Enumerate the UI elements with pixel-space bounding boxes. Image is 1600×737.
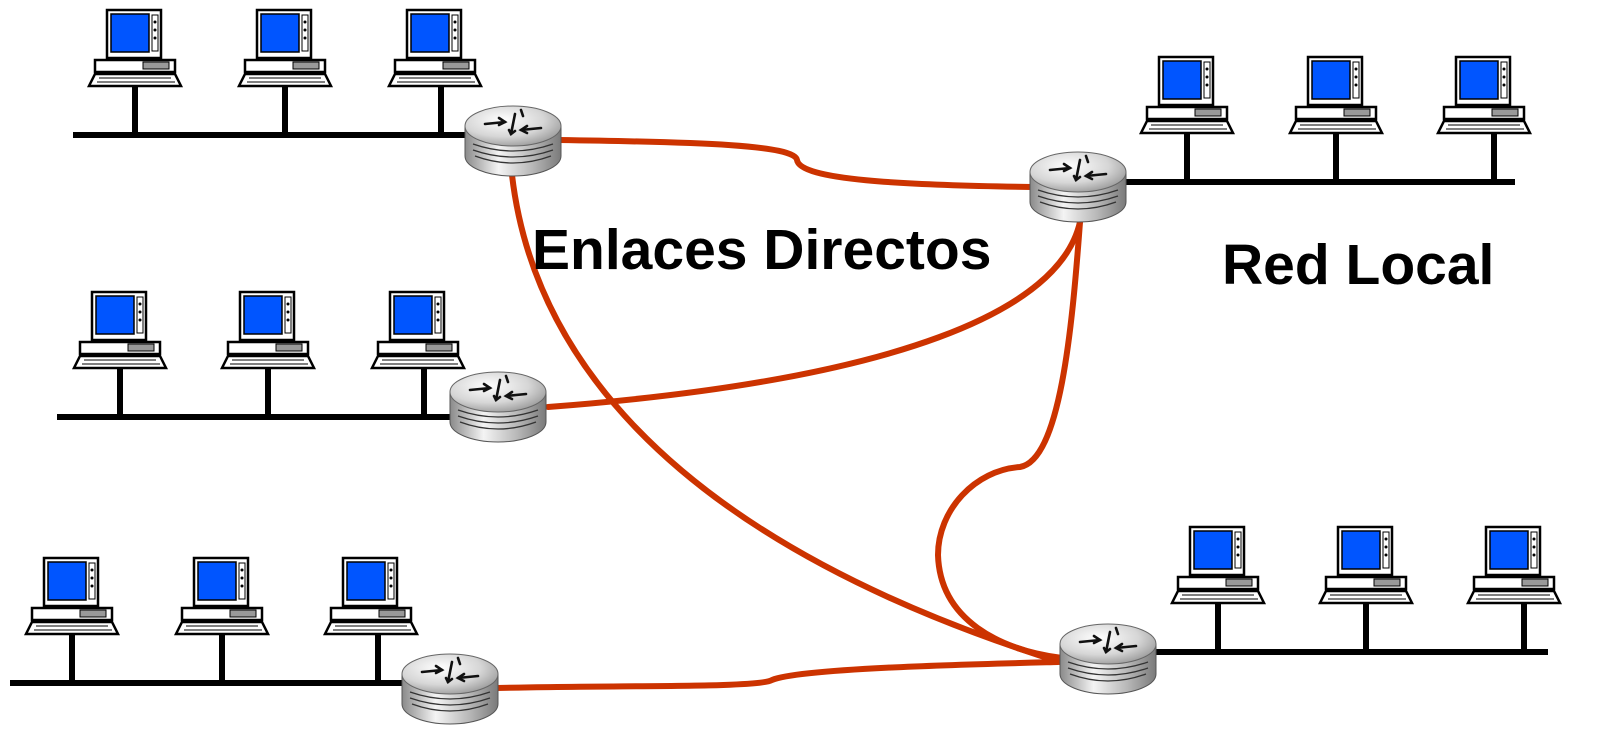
- computer-icon: [72, 290, 168, 370]
- direct-links: [494, 137, 1083, 691]
- router-icon: [463, 104, 563, 178]
- link-r2-r3: [545, 219, 1083, 410]
- computer-icon: [1139, 55, 1235, 135]
- computer-icon: [1466, 525, 1562, 605]
- computer-icon: [1436, 55, 1532, 135]
- lan-buses: [10, 84, 1548, 686]
- lan-label: Red Local: [1222, 233, 1494, 297]
- computer-icon: [387, 8, 483, 88]
- computer-icon: [24, 556, 120, 636]
- link-r4-r5: [494, 659, 1061, 691]
- router-icon: [400, 652, 500, 726]
- computer-icon: [87, 8, 183, 88]
- router-icon: [1058, 622, 1158, 696]
- links-label: Enlaces Directos: [532, 218, 991, 282]
- link-r2-r5: [934, 219, 1083, 661]
- router-icon: [448, 370, 548, 444]
- computer-icon: [323, 556, 419, 636]
- computer-icon: [1288, 55, 1384, 135]
- computer-icon: [174, 556, 270, 636]
- link-r1-r2: [555, 137, 1035, 190]
- computer-icon: [237, 8, 333, 88]
- computers: [24, 8, 1562, 636]
- computer-icon: [1318, 525, 1414, 605]
- link-r1-r5: [509, 172, 1063, 665]
- computer-icon: [370, 290, 466, 370]
- computer-icon: [1170, 525, 1266, 605]
- computer-icon: [220, 290, 316, 370]
- router-icon: [1028, 150, 1128, 224]
